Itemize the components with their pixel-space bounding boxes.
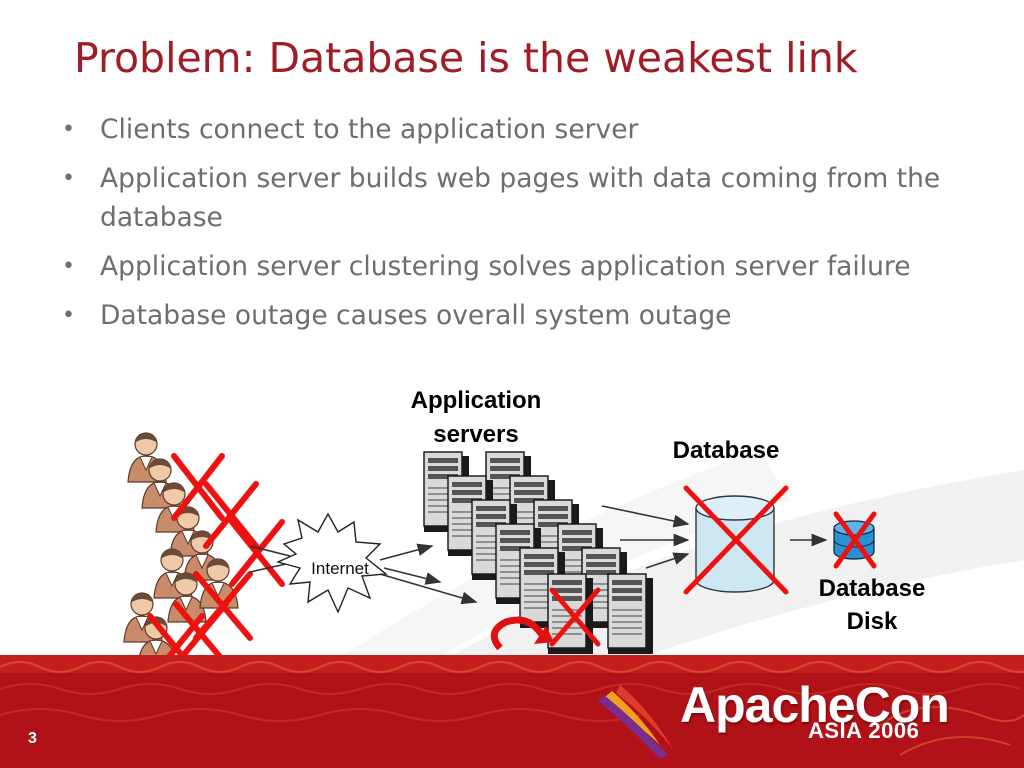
database-label: Database [673, 437, 780, 464]
slide-title: Problem: Database is the weakest link [74, 34, 858, 82]
internet-label: Internet [311, 559, 369, 578]
bullet-dot-icon: • [62, 166, 75, 191]
database-disk-label-line1: Database [819, 575, 926, 602]
event-label: ASIA 2006 [808, 718, 920, 743]
application-server-cluster [423, 451, 654, 655]
database-disk-label-line2: Disk [847, 608, 898, 635]
footer-band [0, 655, 1024, 768]
architecture-diagram: Internet Application servers [123, 387, 926, 683]
database-failure-cross [683, 485, 789, 595]
bullet-item: • Application server clustering solves ap… [62, 247, 962, 286]
failover-arrow-icon [490, 616, 554, 651]
apachecon-brand: ApacheCon [680, 677, 950, 733]
bullet-dot-icon: • [62, 254, 75, 279]
database-cylinder [695, 495, 775, 593]
bullet-text: Application server builds web pages with… [100, 163, 941, 233]
app-servers-label-line2: servers [433, 421, 518, 448]
server-failure-cross [549, 587, 601, 647]
bullet-text: Database outage causes overall system ou… [100, 300, 732, 331]
bullet-text: Application server clustering solves app… [100, 251, 911, 282]
apache-feather-logo [598, 685, 674, 759]
client-connections [249, 545, 291, 573]
bullet-text: Clients connect to the application serve… [100, 114, 639, 145]
bullet-item: • Clients connect to the application serv… [62, 110, 962, 149]
bullet-dot-icon: • [62, 117, 75, 142]
internet-to-servers-arrows [379, 543, 478, 605]
disk-failure-cross [833, 511, 877, 569]
app-servers-label-line1: Application [411, 387, 542, 414]
internet-cloud: Internet [275, 512, 388, 614]
bullet-dot-icon: • [62, 303, 75, 328]
bullet-list: • Clients connect to the application serv… [62, 110, 962, 345]
bullet-item: • Application server builds web pages wit… [62, 159, 962, 237]
servers-to-database-arrows [601, 505, 690, 569]
slide-number: 3 [28, 730, 37, 747]
bullet-item: • Database outage causes overall system o… [62, 296, 962, 335]
